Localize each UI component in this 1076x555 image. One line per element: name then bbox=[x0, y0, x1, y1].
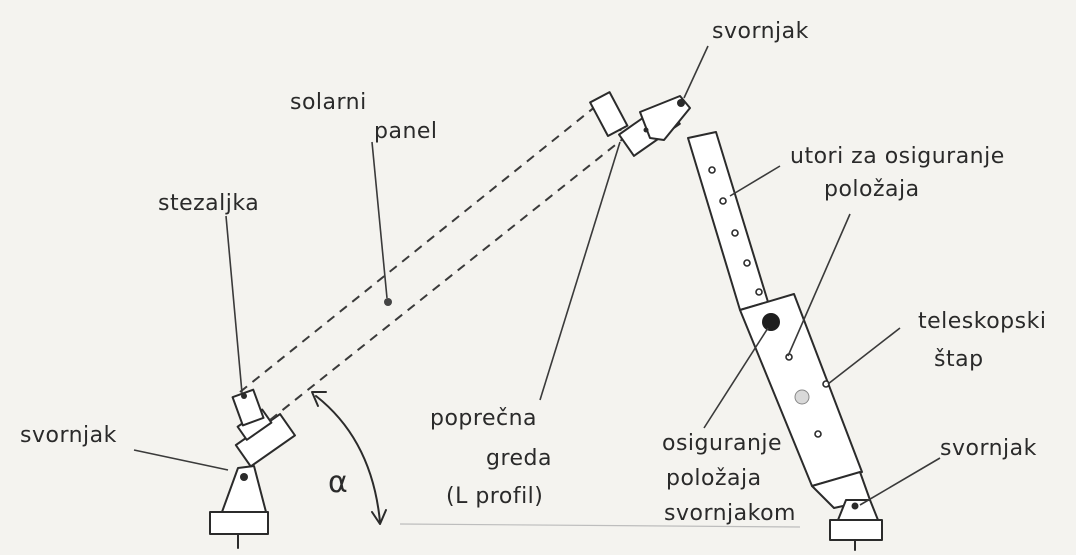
panel-center-dot bbox=[384, 298, 392, 306]
leader-utori bbox=[729, 165, 781, 197]
angle-arrow-bottom bbox=[371, 509, 387, 525]
top-pivot-assembly bbox=[589, 91, 691, 157]
right-pivot-bracket bbox=[837, 499, 879, 521]
left-base-plate bbox=[209, 511, 269, 535]
leader-solarni-panel bbox=[371, 141, 388, 299]
leader-polozaja bbox=[787, 213, 851, 357]
leader-svornjak-right bbox=[859, 457, 941, 506]
slot-hole bbox=[708, 166, 716, 174]
angle-arc bbox=[315, 395, 381, 523]
right-pivot-pin bbox=[851, 502, 859, 510]
top-clamp-bolt bbox=[643, 127, 649, 133]
telescopic-rod bbox=[687, 131, 871, 509]
label-poprecna-line2: greda bbox=[486, 446, 552, 471]
label-utori-line2: položaja bbox=[824, 177, 920, 202]
locking-pin bbox=[762, 313, 780, 331]
leader-teleskopski bbox=[827, 327, 901, 385]
label-teleskopski-line1: teleskopski bbox=[918, 309, 1046, 334]
label-osiguranje-line1: osiguranje bbox=[662, 431, 782, 456]
slot-hole bbox=[731, 229, 739, 237]
label-osiguranje-line2: položaja bbox=[666, 466, 762, 491]
outer-hole-shaded bbox=[794, 389, 810, 405]
label-utori-line1: utori za osiguranje bbox=[790, 144, 1005, 169]
outer-hole bbox=[814, 430, 822, 438]
left-pivot-bracket bbox=[221, 465, 267, 513]
label-svornjak-right: svornjak bbox=[940, 436, 1037, 461]
left-support bbox=[209, 388, 296, 549]
label-poprecna-line3: (L profil) bbox=[446, 484, 543, 509]
right-base-plate bbox=[829, 519, 883, 541]
top-pivot-pin bbox=[677, 99, 685, 107]
top-clamp-post bbox=[589, 91, 629, 137]
leader-osiguranje bbox=[703, 327, 769, 429]
leader-stezaljka bbox=[225, 215, 243, 394]
label-solarni: solarni bbox=[290, 90, 367, 115]
top-pivot-bracket bbox=[639, 95, 691, 141]
label-osiguranje-line3: svornjakom bbox=[664, 501, 796, 526]
solar-panel-outline bbox=[239, 97, 625, 421]
ground-line bbox=[399, 523, 801, 528]
leader-lines bbox=[133, 45, 941, 506]
slot-hole bbox=[755, 288, 763, 296]
angle-alpha bbox=[311, 391, 387, 525]
left-clamp-bolt bbox=[241, 393, 247, 399]
leader-svornjak-left bbox=[133, 449, 229, 471]
labels: svornjak solarni panel utori za osiguran… bbox=[20, 19, 1046, 526]
label-alpha: α bbox=[328, 465, 348, 500]
label-panel: panel bbox=[374, 119, 438, 144]
slot-hole bbox=[719, 197, 727, 205]
panel-top-edge bbox=[239, 97, 607, 393]
slot-hole bbox=[743, 259, 751, 267]
label-poprecna-line1: poprečna bbox=[430, 406, 537, 431]
left-clamp-post bbox=[231, 388, 265, 427]
panel-bottom-edge bbox=[269, 137, 625, 421]
label-stezaljka: stezaljka bbox=[158, 191, 259, 216]
label-svornjak-top: svornjak bbox=[712, 19, 809, 44]
label-svornjak-left: svornjak bbox=[20, 423, 117, 448]
label-teleskopski-line2: štap bbox=[934, 347, 984, 372]
left-pivot-pin bbox=[240, 473, 248, 481]
angle-arrow-top bbox=[311, 391, 327, 407]
leader-svornjak-top bbox=[683, 45, 709, 99]
leader-poprecna bbox=[539, 141, 621, 401]
rod-inner-tube bbox=[687, 131, 769, 311]
